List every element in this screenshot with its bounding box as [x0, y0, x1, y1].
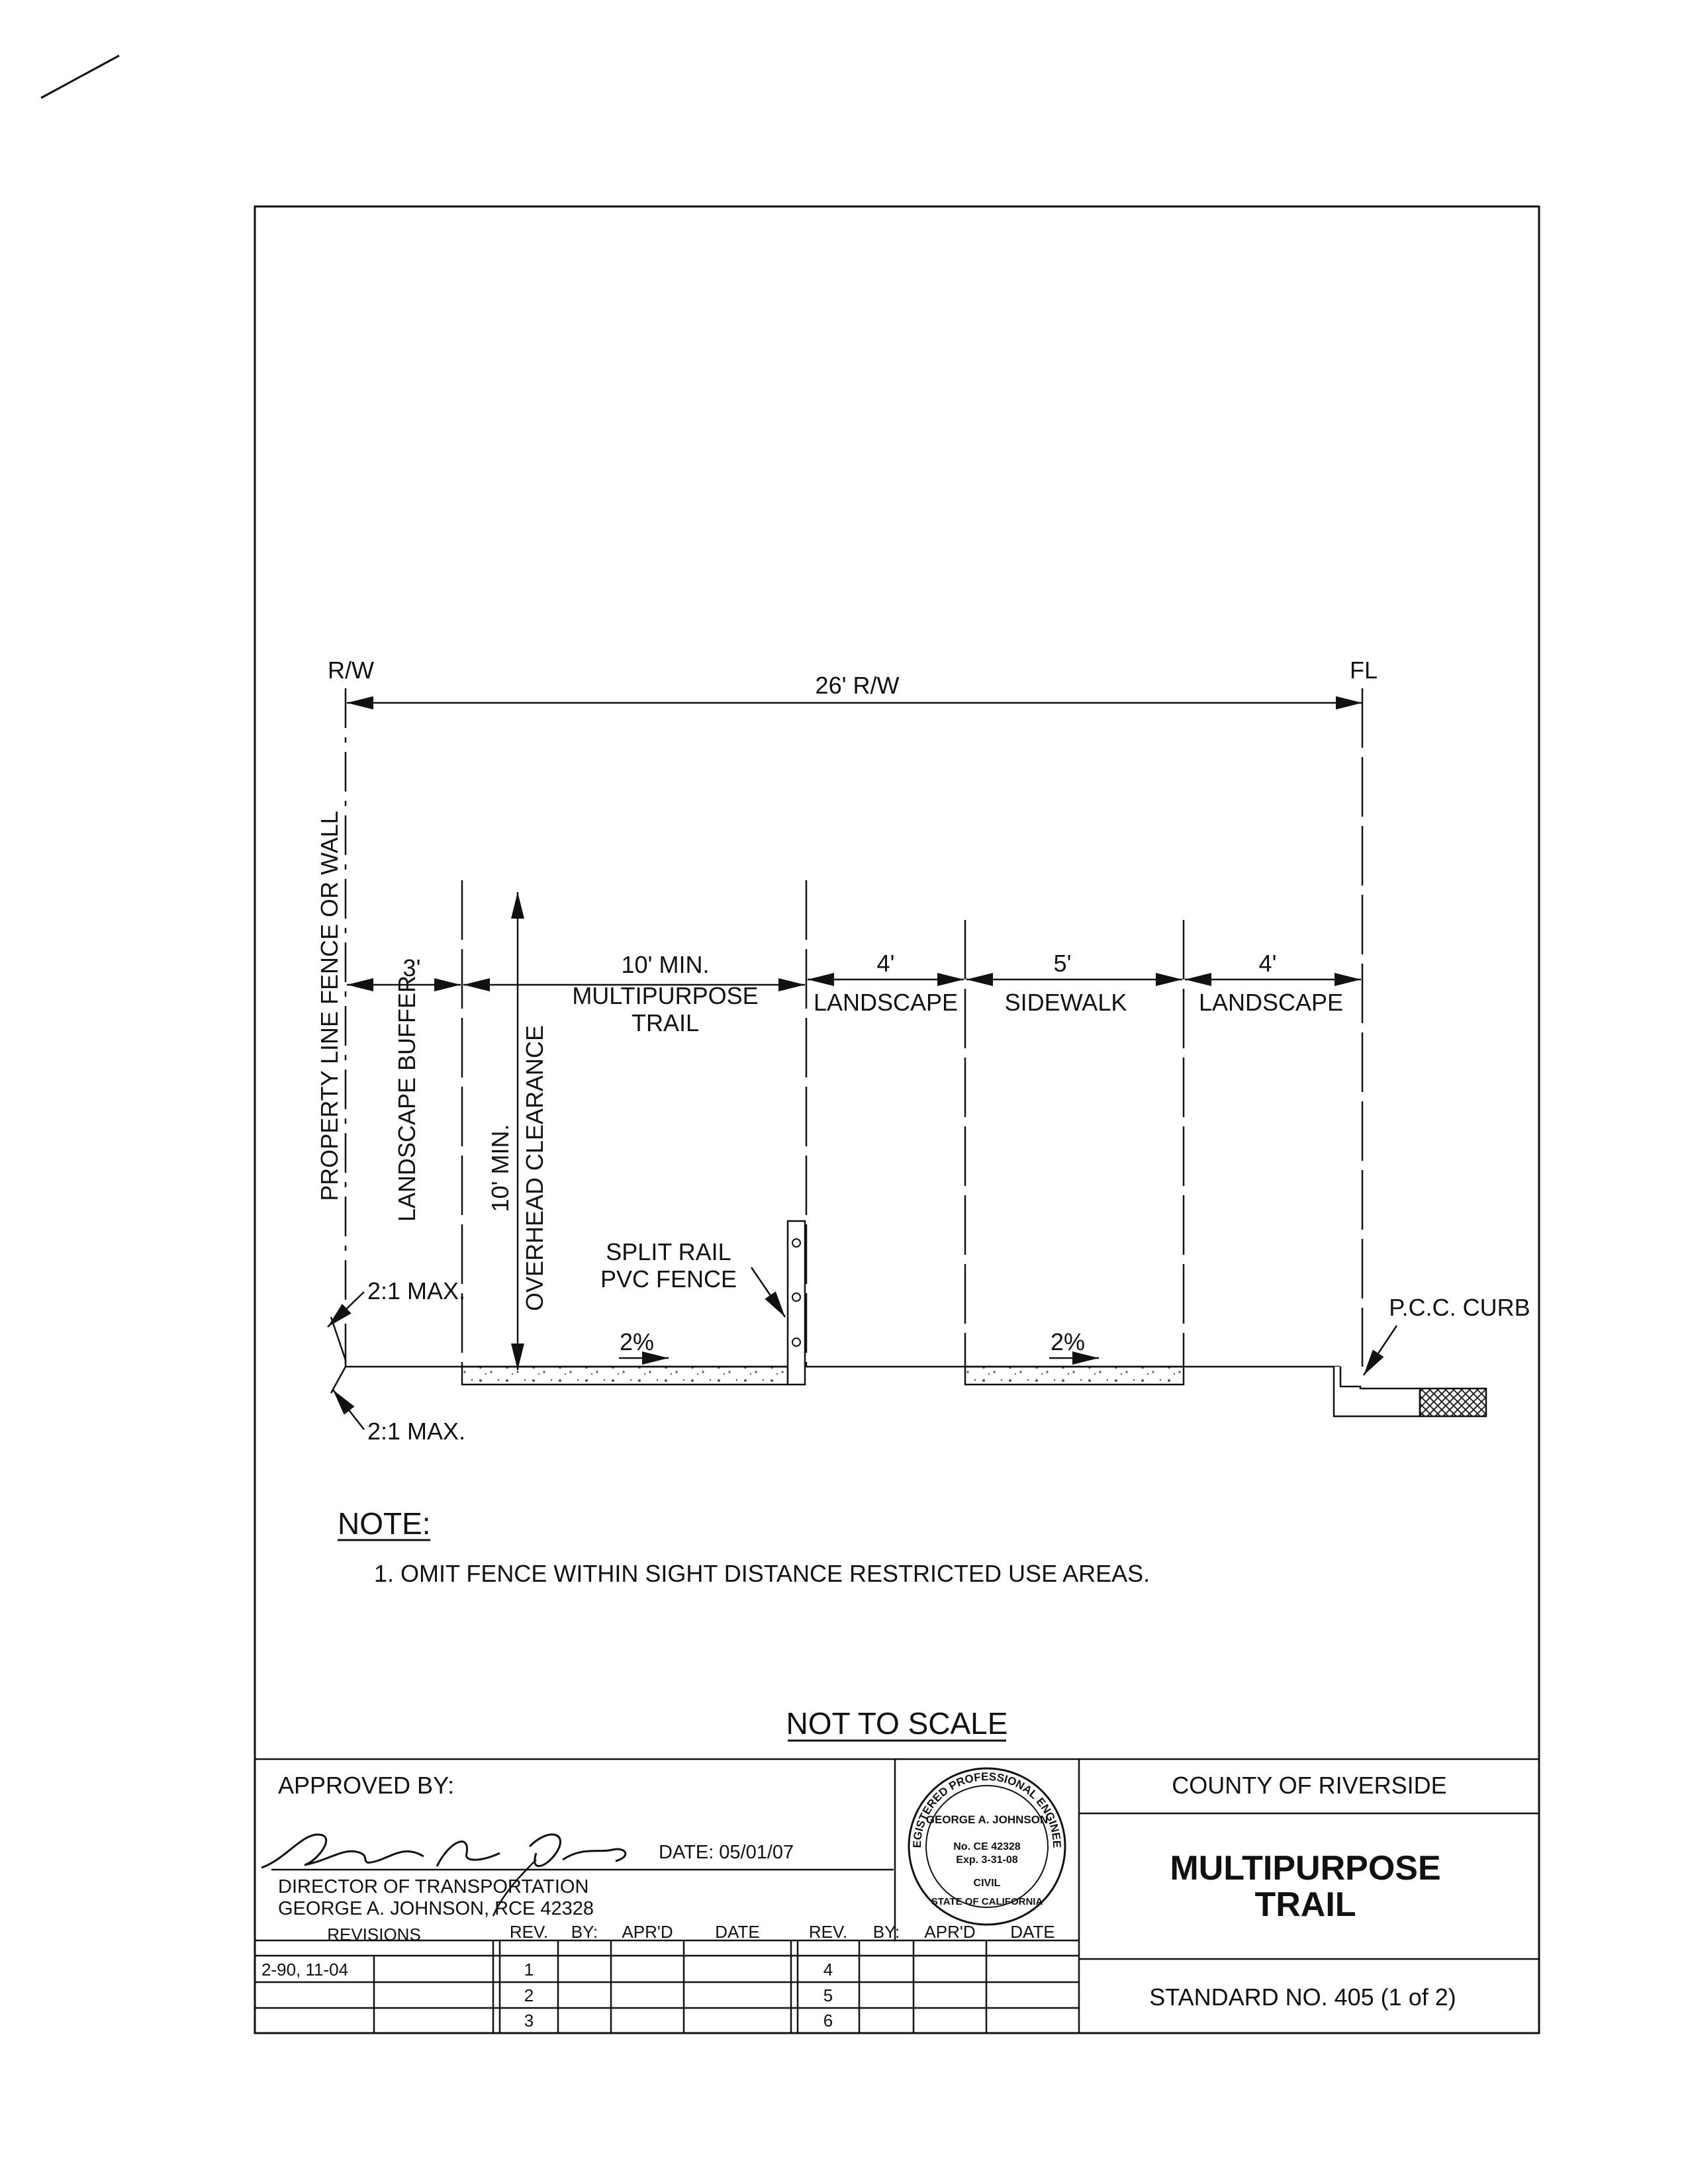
landscape2-dimension-label: 4' [1259, 950, 1277, 977]
trail-label-line1: MULTIPURPOSE [572, 982, 758, 1009]
engineer-seal: REGISTERED PROFESSIONAL ENGINEER GEORGE … [0, 0, 1066, 1926]
rev-header-date-right: DATE [1010, 1922, 1055, 1942]
landscape2-label: LANDSCAPE [1199, 989, 1343, 1016]
seal-discipline: CIVIL [974, 1878, 1001, 1889]
rev-header-by-right: BY: [873, 1922, 900, 1942]
fence-leader-line [750, 1267, 786, 1318]
ground-line [330, 1316, 1340, 1368]
cross-section-diagram: R/W FL 26' R/W 3' 10' MIN. MULTIPURPOSE … [316, 657, 1530, 1445]
rw-label: R/W [328, 657, 374, 684]
approval-date: DATE: 05/01/07 [659, 1842, 794, 1863]
slope-label-top: 2:1 MAX. [367, 1277, 465, 1304]
sidewalk-label: SIDEWALK [1005, 989, 1127, 1016]
fence-rail-hole [792, 1238, 801, 1248]
rev-header-by: BY: [571, 1922, 598, 1942]
revisions-header: REVISIONS [327, 1925, 421, 1944]
overall-dimension-label: 26' R/W [816, 672, 900, 699]
sidewalk-dimension-label: 5' [1054, 950, 1072, 977]
drawing-border [254, 205, 1540, 2034]
seal-number: No. CE 42328 [953, 1841, 1020, 1852]
fence-label-line1: SPLIT RAIL [606, 1238, 731, 1265]
buffer-dimension-label: 3' [403, 954, 421, 981]
rev-header-aprd-right: APR'D [924, 1922, 975, 1942]
fence-rail-hole [792, 1293, 801, 1302]
notes-heading: NOTE: [338, 1506, 431, 1541]
slope-top-leader [327, 1291, 365, 1328]
rev-header-rev: REV. [510, 1922, 548, 1942]
rev-number: 5 [823, 1985, 833, 2005]
rev-header-rev-right: REV. [809, 1922, 847, 1942]
trail-label-line2: TRAIL [632, 1009, 699, 1036]
note-item: 1. OMIT FENCE WITHIN SIGHT DISTANCE REST… [374, 1560, 1150, 1587]
director-title: DIRECTOR OF TRANSPORTATION [278, 1876, 588, 1897]
rev-number: 2 [524, 1985, 534, 2005]
rev-header-date: DATE [715, 1922, 759, 1942]
seal-state: STATE OF CALIFORNIA [931, 1896, 1043, 1907]
curb-leader-line [1362, 1325, 1398, 1376]
trail-surface [461, 1365, 789, 1386]
landscape-buffer-label: LANDSCAPE BUFFER [393, 976, 420, 1222]
property-line-label: PROPERTY LINE FENCE OR WALL [316, 811, 343, 1201]
fence-label-line2: PVC FENCE [600, 1265, 737, 1293]
seal-name: GEORGE A. JOHNSON [926, 1813, 1049, 1826]
director-name: GEORGE A. JOHNSON, RCE 42328 [278, 1898, 594, 1919]
fence-rail-hole [792, 1338, 801, 1347]
standard-number: STANDARD NO. 405 (1 of 2) [1149, 1983, 1456, 2011]
rev-number: 3 [524, 2011, 534, 2030]
scale-label: NOT TO SCALE [786, 1706, 1008, 1741]
landscape1-label: LANDSCAPE [814, 989, 958, 1016]
clearance-label-line1: 10' MIN. [487, 1124, 514, 1212]
revisions-value: 2-90, 11-04 [261, 1960, 348, 1979]
notes-section: NOTE: 1. OMIT FENCE WITHIN SIGHT DISTANC… [338, 1506, 1150, 1587]
signature-flourish [492, 1859, 537, 1917]
pcc-curb [1333, 1367, 1421, 1418]
director-signature [261, 1833, 627, 1869]
fl-label: FL [1350, 657, 1378, 684]
slope-line-lower [330, 1366, 347, 1394]
split-rail-fence-post [786, 1220, 806, 1386]
slope-label-bottom: 2:1 MAX. [367, 1418, 465, 1445]
corner-pen-stroke [40, 54, 120, 99]
curb-label: P.C.C. CURB [1389, 1294, 1530, 1321]
asphalt-pavement [1419, 1387, 1487, 1418]
rev-number: 6 [823, 2011, 833, 2030]
trail-dimension-label: 10' MIN. [622, 951, 710, 978]
slope-bottom-leader [332, 1389, 365, 1430]
sidewalk-slope-label: 2% [1051, 1328, 1085, 1355]
rev-number: 4 [823, 1960, 833, 1979]
drawing-title-line2: TRAIL [1254, 1886, 1356, 1924]
rev-number: 1 [524, 1960, 534, 1979]
clearance-label-line2: OVERHEAD CLEARANCE [521, 1025, 548, 1311]
rev-header-aprd: APR'D [622, 1922, 673, 1942]
agency-name: COUNTY OF RIVERSIDE [1172, 1772, 1446, 1799]
title-block [255, 1758, 1539, 2033]
sidewalk-slab [964, 1365, 1185, 1386]
landscape1-dimension-label: 4' [877, 950, 895, 977]
approved-by-label: APPROVED BY: [278, 1772, 454, 1799]
trail-slope-label: 2% [620, 1328, 654, 1355]
drawing-title-line1: MULTIPURPOSE [1170, 1849, 1440, 1888]
seal-expiry: Exp. 3-31-08 [956, 1854, 1017, 1866]
